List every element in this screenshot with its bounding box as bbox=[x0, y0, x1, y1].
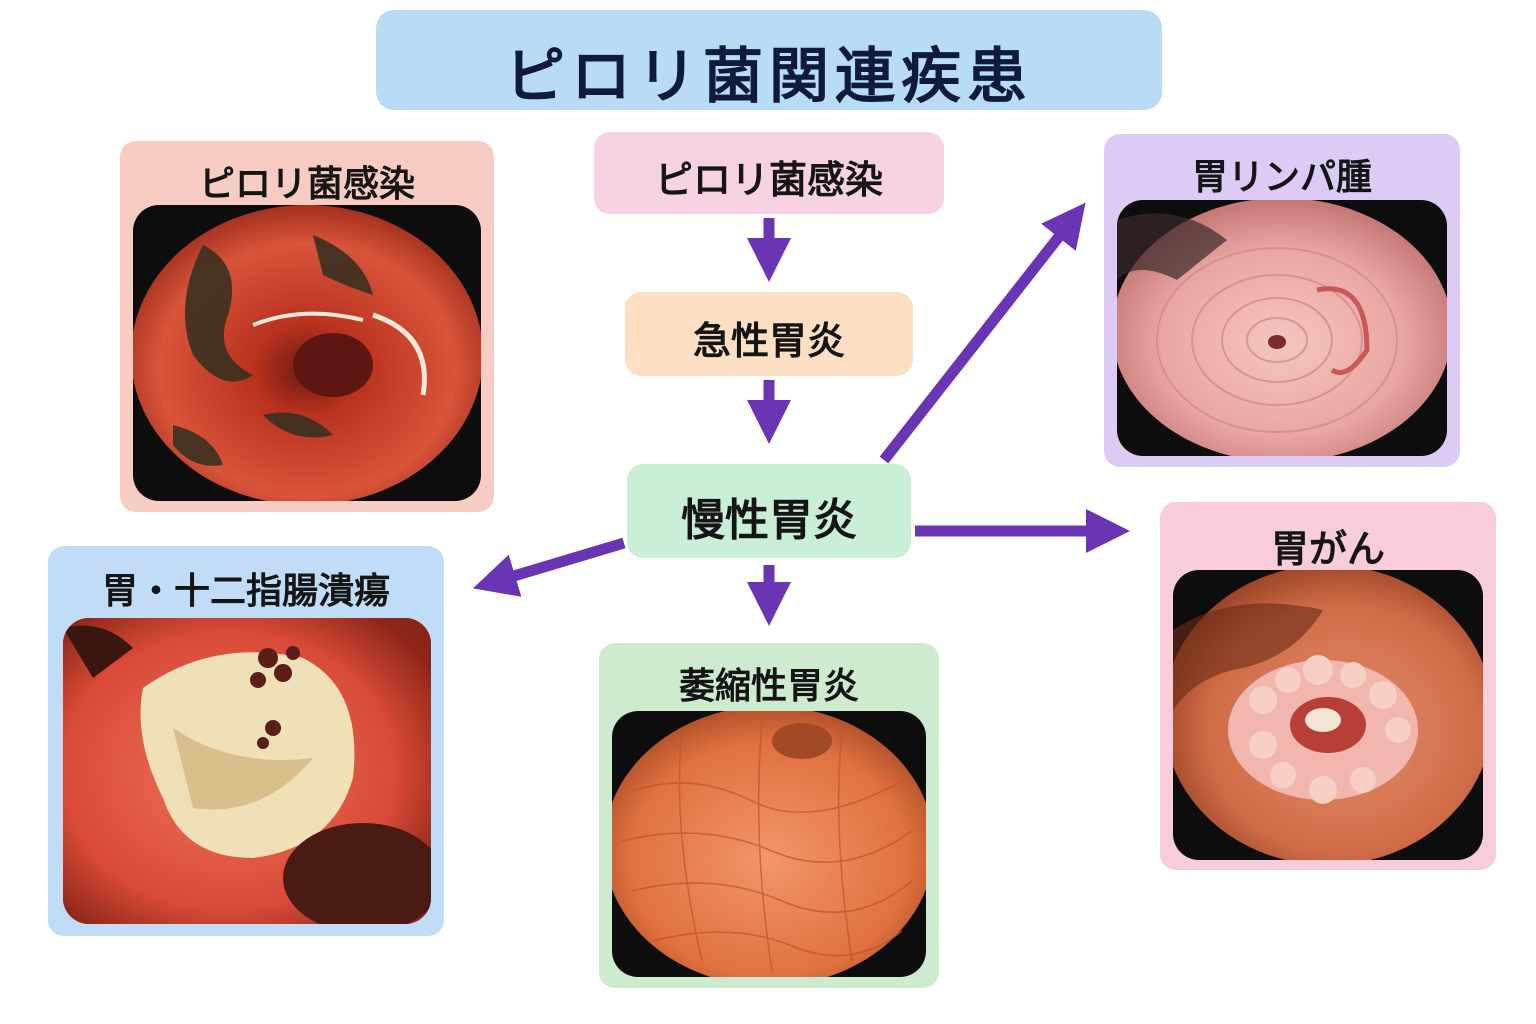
card-gastric-cancer: 胃がん bbox=[1160, 502, 1496, 870]
title-banner: ピロリ菌関連疾患 bbox=[376, 10, 1162, 112]
card-lymphoma: 胃リンパ腫 bbox=[1104, 134, 1460, 467]
card-infection-label: ピロリ菌感染 bbox=[198, 164, 415, 205]
endoscopy-image-atrophic-gastritis bbox=[612, 711, 926, 977]
card-infection: ピロリ菌感染 bbox=[120, 141, 494, 512]
card-atrophic-gastritis-label: 萎縮性胃炎 bbox=[678, 666, 859, 707]
endoscopy-image-gastric-cancer bbox=[1173, 570, 1483, 860]
endoscopy-image-lymphoma bbox=[1117, 200, 1447, 456]
endoscopy-image-infection bbox=[133, 205, 481, 501]
flow-step-chronic-gastritis: 慢性胃炎 bbox=[627, 464, 911, 558]
card-lymphoma-label: 胃リンパ腫 bbox=[1191, 157, 1372, 198]
arrow-chronic-to-ulcer bbox=[472, 537, 626, 597]
card-ulcer: 胃・十二指腸潰瘍 bbox=[48, 546, 444, 936]
endoscopy-image-ulcer bbox=[63, 618, 431, 924]
flow-step-chronic-gastritis-label: 慢性胃炎 bbox=[681, 495, 857, 546]
card-atrophic-gastritis: 萎縮性胃炎 bbox=[599, 643, 939, 988]
flow-step-infection-label: ピロリ菌感染 bbox=[654, 158, 883, 202]
card-ulcer-label: 胃・十二指腸潰瘍 bbox=[101, 571, 390, 612]
card-gastric-cancer-label: 胃がん bbox=[1270, 527, 1385, 571]
page-title: ピロリ菌関連疾患 bbox=[505, 42, 1033, 112]
flow-step-acute-gastritis-label: 急性胃炎 bbox=[692, 319, 845, 363]
flow-step-infection: ピロリ菌感染 bbox=[594, 132, 944, 214]
flow-step-acute-gastritis: 急性胃炎 bbox=[625, 292, 913, 376]
